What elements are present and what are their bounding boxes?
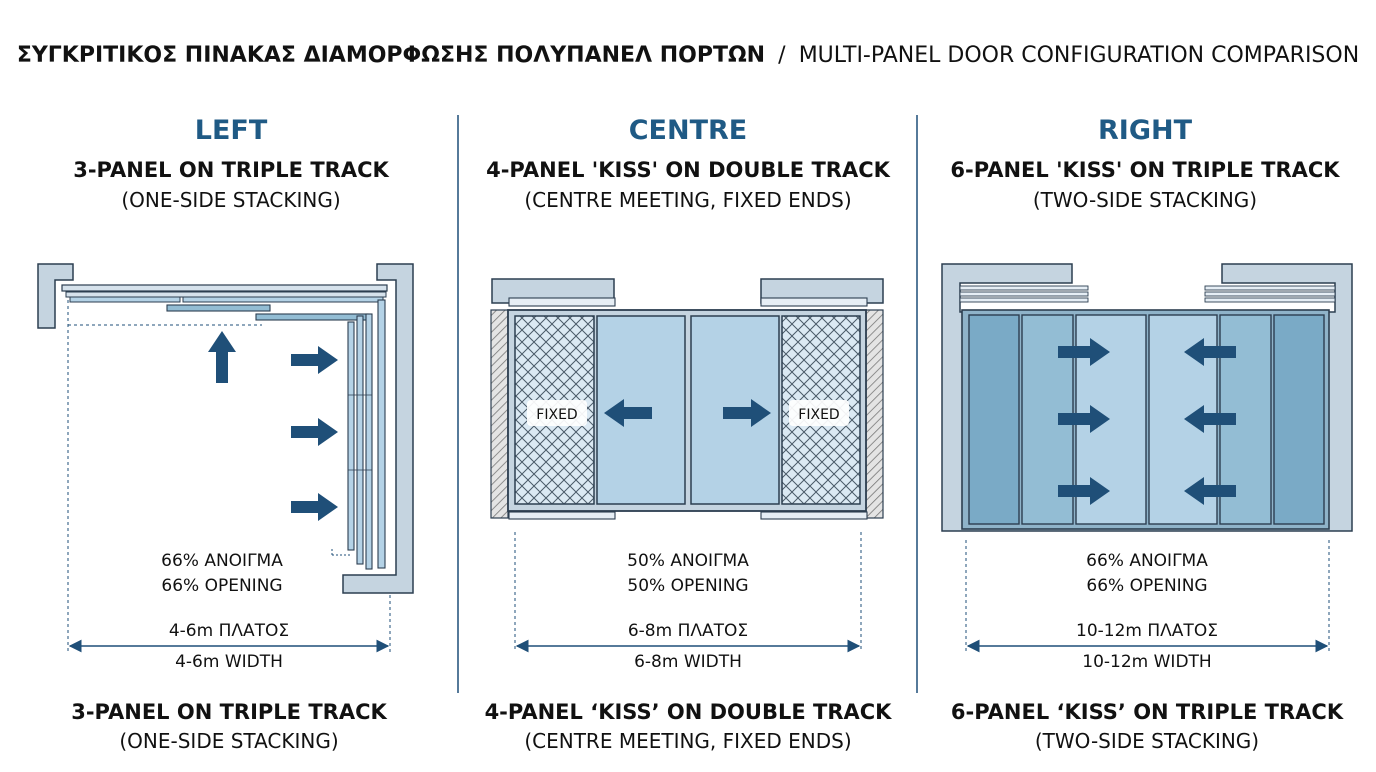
left-subtitle: 3-PANEL ON TRIPLE TRACK xyxy=(73,158,389,182)
arrow-left-icon xyxy=(1184,338,1236,366)
title-english: MULTI-PANEL DOOR CONFIGURATION COMPARISO… xyxy=(799,43,1359,68)
left-door-plan xyxy=(37,263,414,652)
right-footer2: (TWO-SIDE STACKING) xyxy=(1035,729,1259,753)
centre-door-plan: FIXED FIXED xyxy=(490,278,884,652)
centre-footer: 4-PANEL ‘KISS’ ON DOUBLE TRACK xyxy=(485,700,893,724)
arrow-up-icon xyxy=(208,331,236,383)
arrow-right-icon xyxy=(1058,477,1110,505)
left-opening-gr: 66% ΑΝΟΙΓΜΑ xyxy=(161,551,283,571)
left-heading: LEFT xyxy=(195,115,268,146)
left-footer2: (ONE-SIDE STACKING) xyxy=(119,729,338,753)
arrow-right-icon xyxy=(291,418,338,446)
centre-footer2: (CENTRE MEETING, FIXED ENDS) xyxy=(524,729,851,753)
centre-heading: CENTRE xyxy=(629,115,748,146)
right-opening-en: 66% OPENING xyxy=(1086,576,1207,596)
right-width-en: 10-12m WIDTH xyxy=(1082,652,1211,672)
right-opening-gr: 66% ΑΝΟΙΓΜΑ xyxy=(1086,551,1208,571)
arrow-right-icon xyxy=(1058,405,1110,433)
centre-width-gr: 6-8m ΠΛΑΤΟΣ xyxy=(628,621,748,641)
left-width-en: 4-6m WIDTH xyxy=(175,652,283,672)
left-footer: 3-PANEL ON TRIPLE TRACK xyxy=(71,700,387,724)
centre-fixed-left: FIXED xyxy=(536,407,577,423)
right-heading: RIGHT xyxy=(1098,115,1193,146)
arrow-right-icon xyxy=(291,493,338,521)
arrow-right-icon xyxy=(291,346,338,374)
title-greek: ΣΥΓΚΡΙΤΙΚΟΣ ΠΙΝΑΚΑΣ ΔΙΑΜΟΡΦΩΣΗΣ ΠΟΛΥΠΑΝΕ… xyxy=(17,43,765,68)
centre-fixed-right: FIXED xyxy=(798,407,839,423)
centre-subtitle2: (CENTRE MEETING, FIXED ENDS) xyxy=(524,188,851,212)
arrow-left-icon xyxy=(604,399,652,427)
title: ΣΥΓΚΡΙΤΙΚΟΣ ΠΙΝΑΚΑΣ ΔΙΑΜΟΡΦΩΣΗΣ ΠΟΛΥΠΑΝΕ… xyxy=(17,43,1359,68)
section-left: LEFT 3-PANEL ON TRIPLE TRACK (ONE-SIDE S… xyxy=(37,115,414,753)
right-subtitle2: (TWO-SIDE STACKING) xyxy=(1033,188,1257,212)
right-subtitle: 6-PANEL 'KISS' ON TRIPLE TRACK xyxy=(950,158,1340,182)
right-width-gr: 10-12m ΠΛΑΤΟΣ xyxy=(1076,621,1218,641)
arrow-left-icon xyxy=(1184,405,1236,433)
centre-opening-gr: 50% ΑΝΟΙΓΜΑ xyxy=(627,551,749,571)
arrow-left-icon xyxy=(1184,477,1236,505)
left-opening-en: 66% OPENING xyxy=(161,576,282,596)
centre-width-en: 6-8m WIDTH xyxy=(634,652,742,672)
section-centre: CENTRE 4-PANEL 'KISS' ON DOUBLE TRACK (C… xyxy=(485,115,893,753)
centre-subtitle: 4-PANEL 'KISS' ON DOUBLE TRACK xyxy=(486,158,890,182)
centre-opening-en: 50% OPENING xyxy=(627,576,748,596)
arrow-right-icon xyxy=(1058,338,1110,366)
left-width-gr: 4-6m ΠΛΑΤΟΣ xyxy=(169,621,289,641)
right-footer: 6-PANEL ‘KISS’ ON TRIPLE TRACK xyxy=(951,700,1344,724)
title-separator: / xyxy=(778,43,786,68)
arrow-right-icon xyxy=(723,399,771,427)
left-subtitle2: (ONE-SIDE STACKING) xyxy=(121,188,340,212)
right-door-plan xyxy=(941,263,1353,652)
section-right: RIGHT 6-PANEL 'KISS' ON TRIPLE TRACK (TW… xyxy=(941,115,1353,753)
